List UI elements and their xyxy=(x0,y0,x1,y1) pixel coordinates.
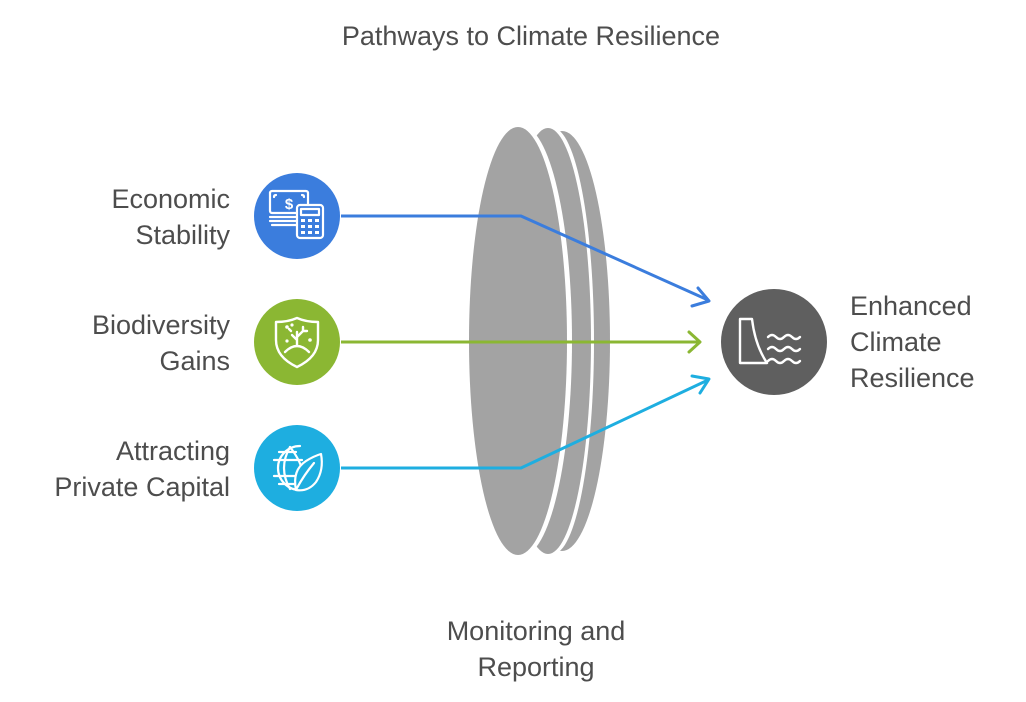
arrowhead-economic-stability xyxy=(690,286,711,308)
input-node-biodiversity-gains xyxy=(254,299,340,385)
label-line: Reporting xyxy=(477,652,595,682)
label-enhanced-climate-resilience: Enhanced Climate Resilience xyxy=(850,288,975,396)
label-line: Biodiversity xyxy=(91,310,230,340)
svg-text:$: $ xyxy=(285,196,294,213)
connector-attracting-private-capital xyxy=(341,378,709,470)
label-economic-stability: Economic Stability xyxy=(111,181,230,253)
shield-plant-icon xyxy=(274,316,320,369)
output-node-enhanced-climate-resilience xyxy=(721,289,827,395)
arrowhead-attracting-private-capital xyxy=(690,374,711,395)
input-node-economic-stability: $ xyxy=(254,173,340,259)
node-circle-attracting-private-capital xyxy=(254,425,340,511)
dam-water-icon xyxy=(738,317,802,365)
label-line: Gains xyxy=(159,346,230,376)
label-monitoring-and-reporting: Monitoring and Reporting xyxy=(386,613,686,685)
label-line: Resilience xyxy=(850,363,975,393)
connectors xyxy=(341,214,711,470)
label-line: Stability xyxy=(135,220,230,250)
money-calculator-icon: $ xyxy=(268,189,325,240)
label-line: Attracting xyxy=(115,436,230,466)
connector-economic-stability xyxy=(341,214,709,302)
input-node-attracting-private-capital xyxy=(254,425,340,511)
label-line: Enhanced xyxy=(850,291,972,321)
label-biodiversity-gains: Biodiversity Gains xyxy=(92,307,230,379)
node-circle-enhanced-climate-resilience xyxy=(721,289,827,395)
label-line: Climate xyxy=(850,327,942,357)
label-line: Economic xyxy=(111,184,230,214)
diagram-title: Pathways to Climate Resilience xyxy=(341,21,721,51)
plant-dots xyxy=(285,323,312,343)
label-attracting-private-capital: Attracting Private Capital xyxy=(54,433,230,505)
label-line: Private Capital xyxy=(54,472,230,502)
arrowhead-biodiversity-gains xyxy=(687,330,702,354)
globe-leaf-icon xyxy=(272,444,323,492)
label-line: Monitoring and xyxy=(446,616,626,646)
